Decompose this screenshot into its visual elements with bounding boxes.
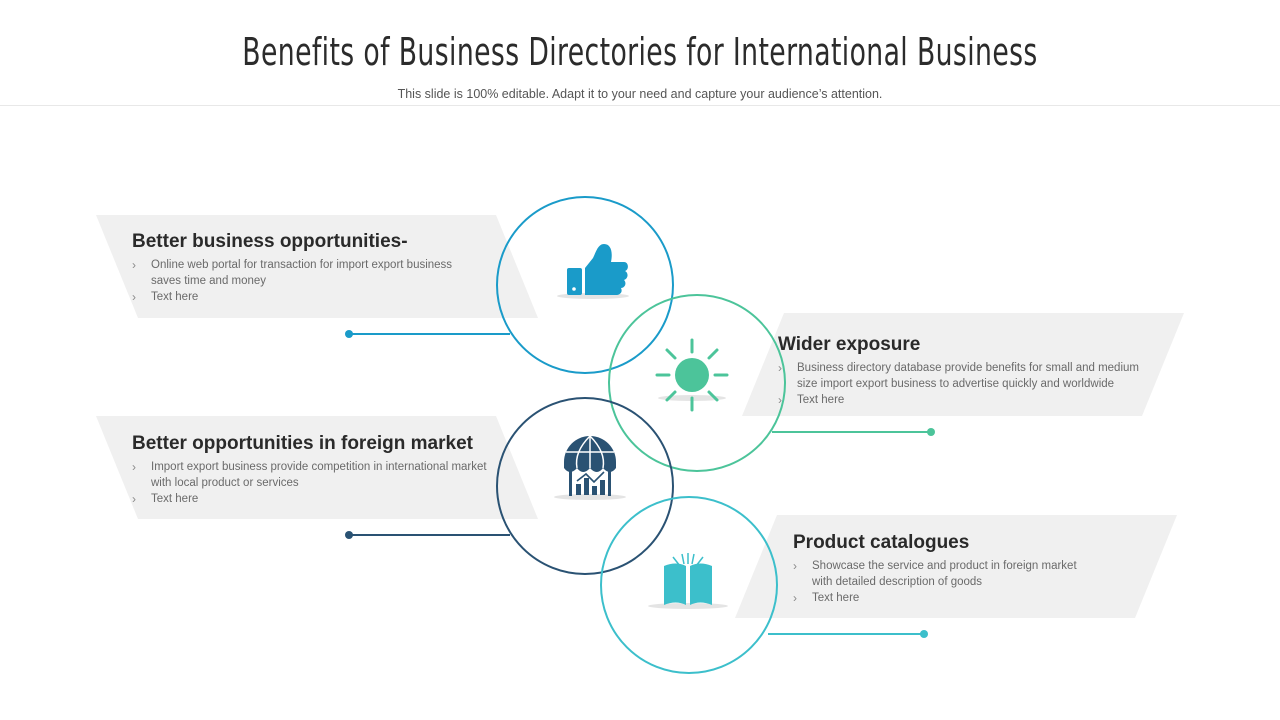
panel-2 (742, 313, 1184, 416)
chevron-right-icon: › (793, 559, 797, 573)
list-item: › Text here (132, 491, 497, 507)
card-title: Product catalogues (793, 532, 970, 553)
card-title: Wider exposure (778, 334, 921, 355)
chevron-right-icon: › (132, 460, 136, 474)
panel-1 (96, 215, 538, 318)
card-title: Better opportunities in foreign market (132, 433, 473, 454)
bullet-text: Showcase the service and product in fore… (812, 560, 1077, 588)
chevron-right-icon: › (793, 591, 797, 605)
ring-1 (496, 196, 674, 374)
list-item: › Online web portal for transaction for i… (132, 257, 477, 289)
card-title: Better business opportunities- (132, 231, 408, 252)
card-better-opportunities-foreign-market: Better opportunities in foreign market ›… (132, 433, 497, 507)
bullet-text: Import export business provide competiti… (151, 461, 487, 489)
ring-3 (496, 397, 674, 575)
ring-2 (608, 294, 786, 472)
connector-2 (772, 428, 935, 436)
panel-3 (96, 416, 538, 519)
bullet-list: › Online web portal for transaction for i… (132, 257, 477, 305)
page-title: Benefits of Business Directories for Int… (242, 30, 1038, 74)
bullet-text: Business directory database provide bene… (797, 362, 1139, 390)
connector-4 (768, 630, 928, 638)
panel-4 (735, 515, 1177, 618)
card-better-business-opportunities: Better business opportunities- › Online w… (132, 231, 477, 305)
card-wider-exposure: Wider exposure › Business directory datab… (778, 334, 1148, 408)
globe-market-icon (554, 435, 626, 500)
sun-icon (655, 338, 729, 412)
bullet-text: Text here (151, 291, 199, 303)
connector-1 (345, 330, 510, 338)
open-book-icon (648, 553, 728, 609)
bullet-text: Online web portal for transaction for im… (151, 259, 453, 287)
list-item: › Text here (778, 392, 1148, 408)
page-subtitle: This slide is 100% editable. Adapt it to… (397, 87, 883, 101)
chevron-right-icon: › (132, 492, 136, 506)
bullet-text: Text here (797, 394, 845, 406)
connector-3 (345, 531, 510, 539)
bullet-list: › Import export business provide competit… (132, 459, 497, 507)
chevron-right-icon: › (132, 290, 136, 304)
bullet-list: › Showcase the service and product in for… (793, 558, 1093, 606)
card-product-catalogues: Product catalogues › Showcase the service… (793, 532, 1093, 606)
bullet-text: Text here (812, 592, 860, 604)
ring-4 (600, 496, 778, 674)
header-divider (0, 105, 1280, 106)
list-item: › Showcase the service and product in for… (793, 558, 1093, 590)
bullet-list: › Business directory database provide ben… (778, 360, 1148, 408)
bullet-text: Text here (151, 493, 199, 505)
list-item: › Text here (132, 289, 477, 305)
list-item: › Import export business provide competit… (132, 459, 497, 491)
chevron-right-icon: › (132, 258, 136, 272)
thumbs-up-icon (557, 244, 629, 299)
list-item: › Business directory database provide ben… (778, 360, 1148, 392)
chevron-right-icon: › (778, 393, 782, 407)
chevron-right-icon: › (778, 361, 782, 375)
list-item: › Text here (793, 590, 1093, 606)
